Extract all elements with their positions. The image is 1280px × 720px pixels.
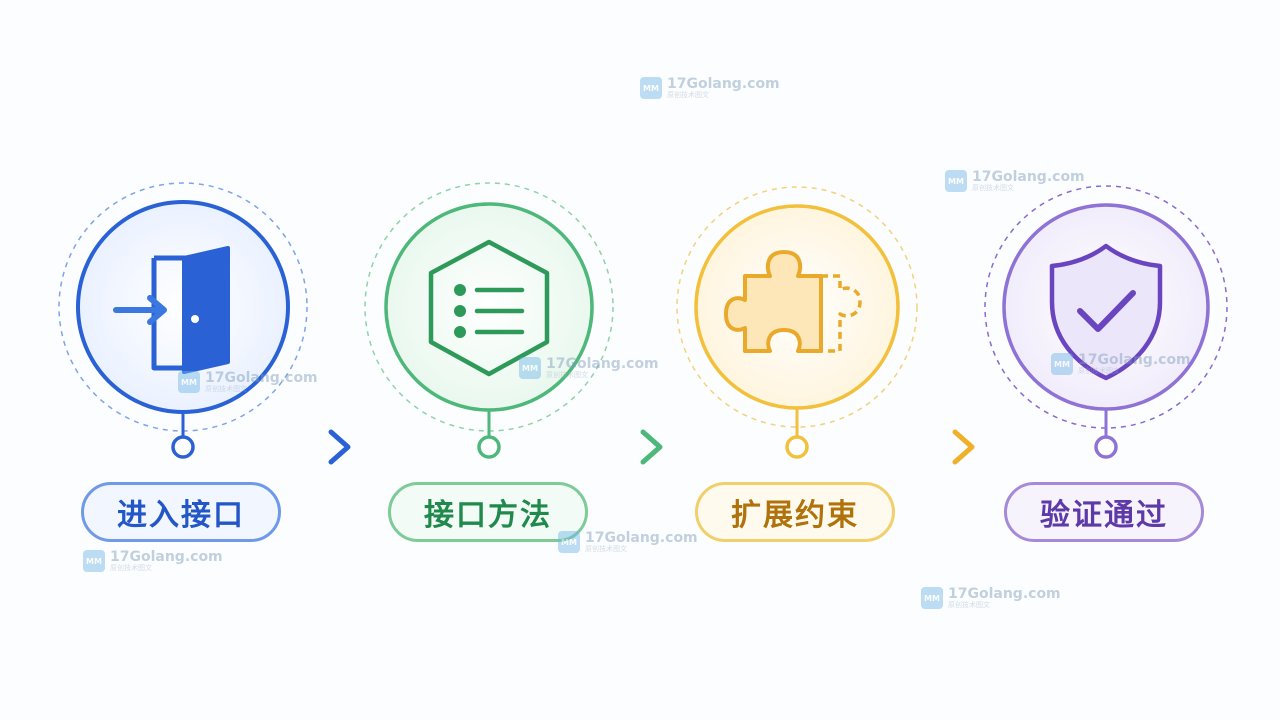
step-2-label: 接口方法: [388, 482, 588, 542]
puzzle-piece-icon: [724, 250, 862, 353]
arrow-head-icon: [640, 429, 663, 465]
step-1-node: [58, 182, 308, 459]
arrow-head-icon: [328, 429, 351, 465]
step-4-node: [984, 185, 1228, 459]
step-2-node: [364, 182, 614, 459]
step-4-label: 验证通过: [1004, 482, 1204, 542]
shield-check-icon: [1049, 243, 1163, 381]
step-1-label: 进入接口: [81, 482, 281, 542]
hexagon-list-icon: [428, 239, 550, 377]
step-3-node: [676, 186, 918, 459]
arrow-head-icon: [952, 429, 975, 465]
step-3-label: 扩展约束: [695, 482, 895, 542]
door-enter-icon: [113, 246, 230, 374]
